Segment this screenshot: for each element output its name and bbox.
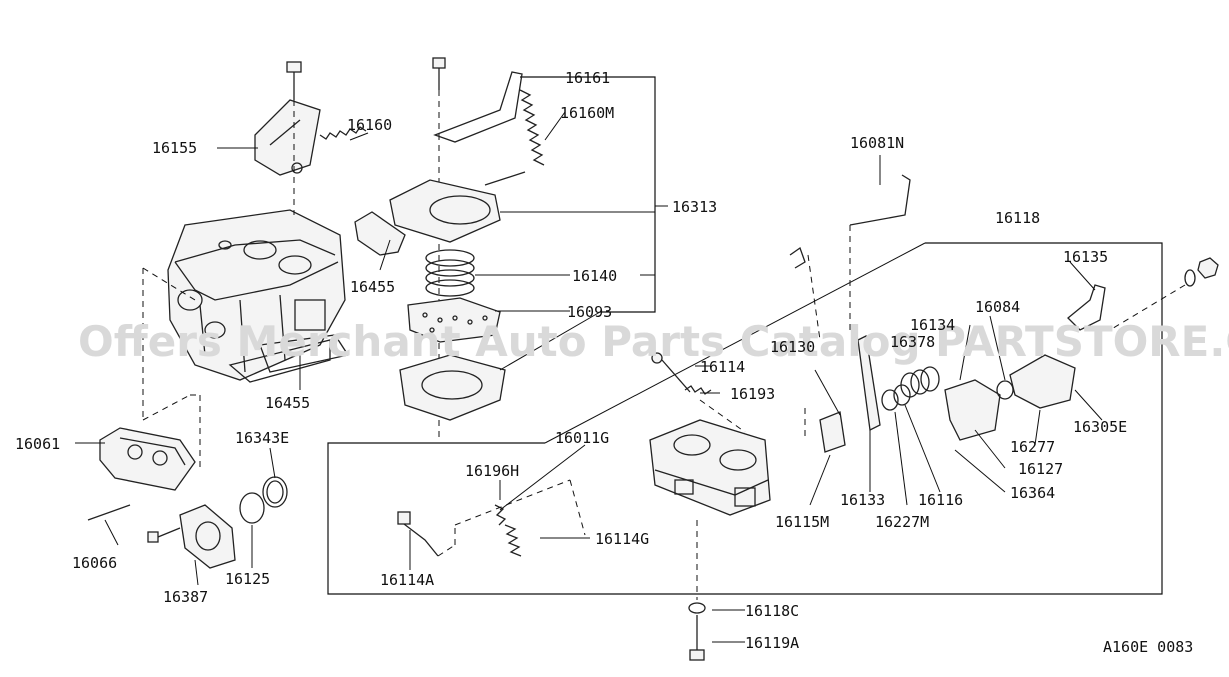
spring-16196H	[494, 504, 507, 526]
carburetor-body	[167, 209, 346, 383]
screw-lower-left	[147, 527, 181, 543]
watermark: Offers Merchant Auto Parts Catalog PARTS…	[78, 317, 1229, 366]
nut-right	[1184, 257, 1219, 287]
spring-16160M	[519, 89, 545, 166]
label-16140: 16140	[572, 267, 617, 285]
choke-cover-16155	[254, 99, 321, 176]
bracket-16313	[520, 76, 656, 313]
label-16093: 16093	[567, 303, 612, 321]
screw-cover	[432, 57, 446, 90]
throttle-chamber-16011G	[649, 419, 771, 516]
label-16193: 16193	[730, 385, 775, 403]
label-16387: 16387	[163, 588, 208, 606]
group-frame-16118	[327, 242, 1163, 595]
bolt-16119A	[689, 615, 705, 661]
screw-16114A	[397, 511, 439, 557]
bracket-16135	[1067, 284, 1106, 331]
label-16114G: 16114G	[595, 530, 649, 548]
leader-lines	[75, 76, 1103, 643]
label-16160M: 16160M	[560, 104, 614, 122]
label-16116: 16116	[918, 491, 963, 509]
label-16133: 16133	[840, 491, 885, 509]
rod-16081N	[849, 174, 911, 226]
label-16378: 16378	[890, 333, 935, 351]
spring-16160	[319, 126, 367, 140]
label-16119A: 16119A	[745, 634, 799, 652]
screw-16114	[651, 352, 691, 393]
label-16155: 16155	[152, 139, 197, 157]
label-16084: 16084	[975, 298, 1020, 316]
label-16305E: 16305E	[1073, 418, 1127, 436]
diagram-code: A160E 0083	[1103, 638, 1193, 656]
label-16115M: 16115M	[775, 513, 829, 531]
frame-leader	[544, 242, 926, 444]
label-16127: 16127	[1018, 460, 1063, 478]
label-16277: 16277	[1010, 438, 1055, 456]
label-16135: 16135	[1063, 248, 1108, 266]
spring-16140	[425, 249, 475, 297]
washer-16227M	[881, 389, 899, 411]
label-16081N: 16081N	[850, 134, 904, 152]
spring-16114G	[504, 524, 522, 557]
label-16061: 16061	[15, 435, 60, 453]
label-16066: 16066	[72, 554, 117, 572]
label-16118: 16118	[995, 209, 1040, 227]
label-16118C: 16118C	[745, 602, 799, 620]
float-chamber-16061	[99, 427, 196, 491]
cam-16277	[1009, 354, 1076, 409]
washer-16084	[996, 380, 1014, 400]
screw-top-left	[286, 61, 302, 100]
label-16455-upper: 16455	[350, 278, 395, 296]
label-16161: 16161	[565, 69, 610, 87]
diaphragm-16093	[407, 297, 501, 343]
washer-16116	[893, 384, 911, 406]
label-16011G: 16011G	[555, 429, 609, 447]
label-16196H: 16196H	[465, 462, 519, 480]
gasket-16455-lower	[259, 334, 350, 373]
link-16455-upper	[354, 211, 406, 256]
lever-16133	[857, 335, 881, 431]
part-16115M	[819, 411, 846, 453]
diaphragm-housing	[399, 354, 506, 421]
spring-16378	[900, 366, 940, 398]
label-16455-lower: 16455	[265, 394, 310, 412]
label-16130: 16130	[770, 338, 815, 356]
label-16160: 16160	[347, 116, 392, 134]
label-16343E: 16343E	[235, 429, 289, 447]
label-16114: 16114	[700, 358, 745, 376]
label-16114A: 16114A	[380, 571, 434, 589]
label-16227M: 16227M	[875, 513, 929, 531]
label-16125: 16125	[225, 570, 270, 588]
part-labels: 16161 16160M 16160 16155 16313 16081N 16…	[15, 69, 1193, 656]
label-16134: 16134	[910, 316, 955, 334]
clip-top	[789, 246, 806, 269]
pin-16066	[87, 504, 131, 521]
label-16364: 16364	[1010, 484, 1055, 502]
cover-16313	[389, 171, 526, 243]
lever-16364	[944, 379, 1001, 441]
label-16313: 16313	[672, 198, 717, 216]
bracket-16161	[433, 71, 523, 143]
washer-16118C	[688, 602, 706, 614]
ring-16125	[239, 492, 265, 524]
gasket-16387	[179, 504, 236, 569]
